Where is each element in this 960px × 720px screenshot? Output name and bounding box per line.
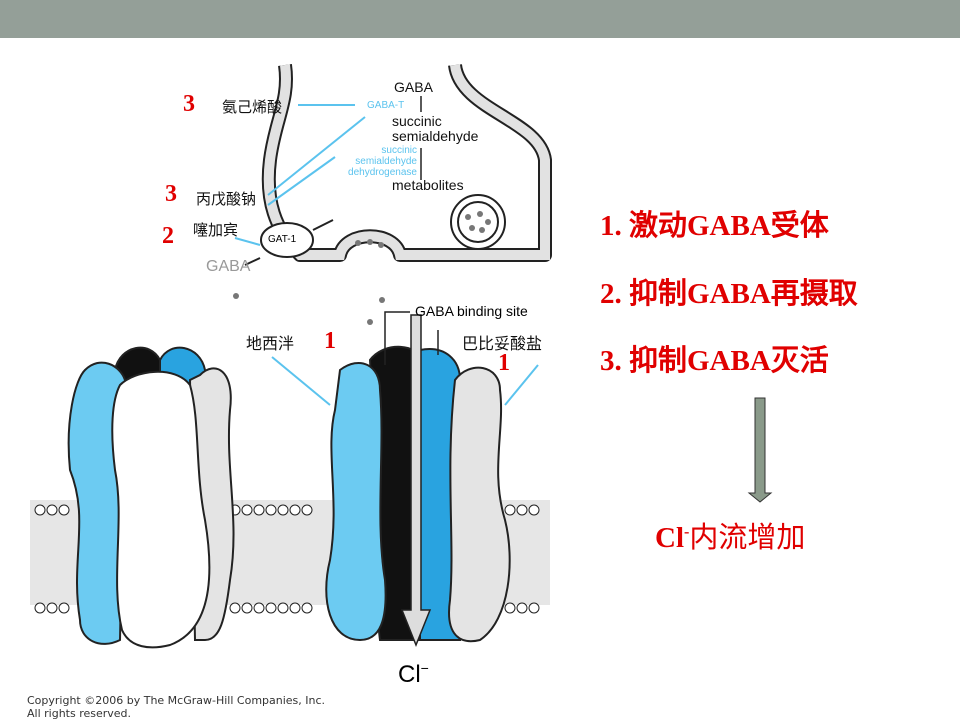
drug-barbiturate: 巴比妥酸盐 (462, 336, 543, 353)
result-chloride: Cl (655, 522, 684, 554)
result-text: Cl-内流增加 (655, 514, 805, 556)
drug-number: 1 (498, 350, 510, 376)
result-charge: - (684, 523, 690, 541)
drug-number: 2 (162, 223, 174, 249)
mechanism-item: 2. 抑制GABA再摄取 (600, 278, 858, 310)
mechanism-item: 3. 抑制GABA灭活 (600, 345, 829, 377)
gat1-label: GAT-1 (268, 234, 297, 245)
metabolites-label: metabolites (392, 177, 464, 193)
chloride-label: Cl− (398, 660, 429, 689)
chloride-symbol: Cl (398, 661, 421, 688)
mechanism-item: 1. 激动GABA受体 (600, 210, 829, 242)
drug-tiagabine: 噻加宾 (193, 223, 239, 239)
gaba-outside-label: GABA (206, 258, 251, 275)
drug-number: 3 (183, 91, 195, 117)
receptor-subunit-lightblue (325, 361, 387, 642)
receptor-subunit-gray (448, 366, 511, 643)
title-bar (0, 0, 960, 38)
gaba-binding-site-label: GABA binding site (415, 303, 528, 319)
gaba-label: GABA (394, 79, 433, 95)
receptor-subunit-white (111, 370, 211, 649)
drug-number: 1 (324, 328, 336, 354)
binding-site-pointer (384, 311, 410, 365)
chloride-charge: − (420, 660, 429, 676)
copyright: Copyright ©2006 by The McGraw-Hill Compa… (27, 694, 325, 720)
gaba-t-label: GABA-T (367, 100, 405, 111)
succinic-semialdehyde-label: succinic semialdehyde (392, 113, 479, 144)
copyright-line: Copyright ©2006 by The McGraw-Hill Compa… (27, 694, 326, 707)
ssadh-label: succinic semialdehyde dehydrogenase (348, 145, 417, 178)
result-label: 内流增加 (689, 522, 806, 554)
drug-vigabatrin: 氨己烯酸 (222, 100, 283, 116)
copyright-line: All rights reserved. (27, 707, 132, 720)
receptor-subunit-lightblue (67, 361, 127, 645)
drug-diazepam: 地西泮 (246, 336, 295, 353)
chloride-channel-arrow (400, 314, 432, 648)
gat1-transporter (260, 222, 314, 258)
drug-number: 3 (165, 181, 177, 207)
down-arrow-icon (747, 397, 773, 503)
drug-valproate: 丙戊酸钠 (196, 192, 257, 208)
